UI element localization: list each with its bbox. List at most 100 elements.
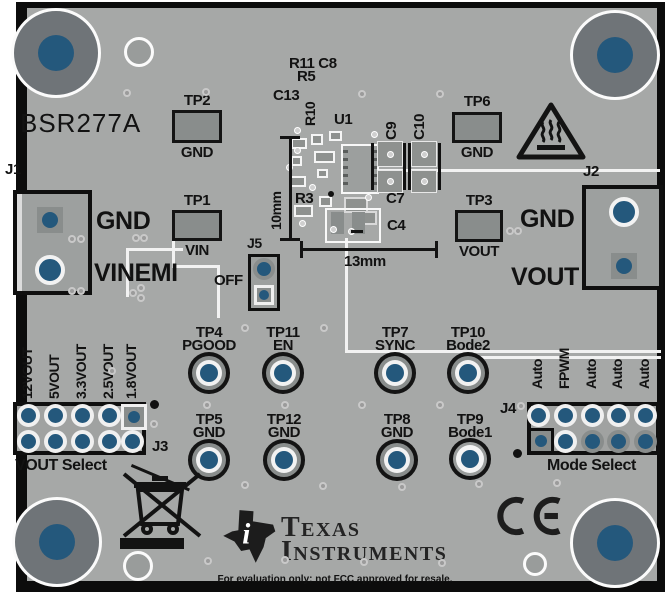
- j3-refdes: J3: [152, 438, 168, 455]
- j5-off-label: OFF: [214, 272, 243, 289]
- tp8-refdes: TP8: [383, 411, 411, 428]
- via: [398, 483, 406, 491]
- solder-pad: [294, 127, 301, 134]
- dim-line-vertical: [289, 137, 292, 240]
- j3-pin: [17, 404, 40, 427]
- r10-label: R10: [302, 101, 318, 126]
- dim-cap: [280, 136, 300, 139]
- tp9-refdes: TP9: [456, 411, 484, 428]
- via: [319, 482, 327, 490]
- cap-mark: [403, 143, 406, 190]
- via: [517, 402, 525, 410]
- trace: [470, 356, 661, 359]
- j3-pin1-square: [121, 404, 147, 430]
- tooling-hole: [124, 37, 154, 67]
- j3-option-2v5out: 2.5VOUT: [100, 312, 117, 399]
- tp1-refdes: TP1: [183, 192, 211, 209]
- solder-pad: [371, 131, 378, 138]
- j3-title: VOUT Select: [15, 457, 107, 474]
- solder-pad: [299, 220, 306, 227]
- smd-component: [319, 196, 332, 207]
- tp4-signal: PGOOD: [182, 337, 236, 354]
- j1-pin-gnd-hole: [42, 212, 58, 228]
- j4-pin: [634, 430, 657, 453]
- j4-refdes: J4: [500, 400, 516, 417]
- hot-surface-warning-icon: [516, 102, 586, 160]
- dim-vertical-label: 10mm: [268, 191, 284, 230]
- trace: [370, 169, 660, 172]
- j5-pin-top: [253, 258, 275, 280]
- j4-pin1-hole: [535, 435, 547, 447]
- tp10-signal: Bode2: [446, 337, 490, 354]
- j4-pin: [581, 404, 604, 427]
- j4-option-auto4: Auto: [636, 359, 652, 389]
- cap-mark: [371, 143, 374, 190]
- j4-option-auto1: Auto: [529, 359, 545, 389]
- j2-refdes: J2: [583, 163, 599, 180]
- via: [204, 557, 212, 565]
- tp3-signal: VOUT: [458, 243, 500, 260]
- via: [506, 227, 514, 235]
- testpoint-tp10: [459, 364, 477, 382]
- smd-component: [291, 156, 302, 166]
- j4-pin: [607, 404, 630, 427]
- polarity-mark: [351, 230, 363, 233]
- tp11-signal: EN: [272, 337, 294, 354]
- solder-pad: [365, 194, 372, 201]
- ti-logo-icon: i: [223, 510, 276, 563]
- c10-label: C10: [411, 113, 428, 140]
- j2-gnd-label: GND: [520, 205, 575, 233]
- r3-label: R3: [295, 190, 314, 207]
- via: [475, 480, 483, 488]
- board-title: BSR277A: [20, 108, 142, 138]
- via: [77, 287, 85, 295]
- j1-gnd-label: GND: [96, 207, 151, 235]
- disclaimer-text: For evaluation only; not FCC approved fo…: [217, 574, 453, 585]
- svg-text:i: i: [242, 519, 250, 551]
- j2-pin-vout: [611, 253, 637, 279]
- j4-title: Mode Select: [547, 457, 636, 474]
- mounting-hole-bottom-left: [12, 497, 102, 587]
- solder-pad: [421, 151, 428, 158]
- dim-horizontal-label: 13mm: [344, 253, 386, 270]
- dim-cap: [280, 238, 300, 241]
- polarity-dot: [328, 191, 334, 197]
- j5-pin-bottom: [254, 285, 274, 305]
- via: [360, 558, 368, 566]
- trace: [217, 265, 220, 318]
- j4-pin1-square: [528, 428, 554, 454]
- c13-label: C13: [273, 87, 300, 104]
- via: [132, 234, 140, 242]
- j1-pin-gnd: [37, 207, 63, 233]
- solder-pad: [387, 151, 394, 158]
- j2-vout-label: VOUT: [511, 263, 579, 291]
- tp1-signal: VIN: [185, 242, 209, 259]
- j5-pin-bottom-hole: [259, 290, 269, 300]
- j3-pin: [121, 430, 144, 453]
- via: [150, 420, 158, 428]
- cap-mark: [408, 143, 411, 190]
- tp7-signal: SYNC: [374, 337, 416, 354]
- j4-pin1-dot: [513, 449, 522, 458]
- r11-c8-label: R11 C8: [289, 55, 337, 72]
- via: [140, 234, 148, 242]
- via: [68, 287, 76, 295]
- j3-option-5vout: 5VOUT: [46, 354, 62, 399]
- via: [553, 479, 561, 487]
- j3-option-12vout: 12VOUT: [19, 347, 35, 399]
- testpoint-tp11: [274, 364, 292, 382]
- tp5-refdes: TP5: [195, 411, 223, 428]
- j4-option-fpwm: FPWM: [556, 348, 572, 389]
- c4-label: C4: [387, 217, 406, 234]
- via: [77, 235, 85, 243]
- j4-pin: [581, 430, 604, 453]
- via: [137, 284, 145, 292]
- via: [203, 401, 211, 409]
- trace: [345, 238, 348, 352]
- j1-refdes: J1: [5, 161, 21, 178]
- weee-crossed-bin-icon: [120, 472, 202, 549]
- via: [137, 294, 145, 302]
- tp6-signal: GND: [460, 144, 494, 161]
- tp12-signal: GND: [267, 424, 301, 441]
- tp7-refdes: TP7: [381, 324, 409, 341]
